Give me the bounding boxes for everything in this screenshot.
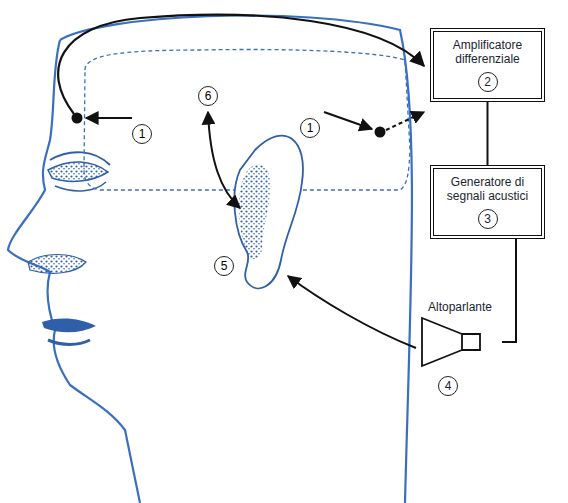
- connector: [487, 102, 489, 165]
- callout-number: 4: [438, 376, 458, 396]
- eyelid: [50, 152, 110, 165]
- callout-holder: 4: [418, 370, 502, 396]
- callout-number: 5: [214, 256, 234, 276]
- callout-holder: 2: [440, 66, 535, 92]
- lower-lip: [48, 340, 90, 345]
- ear: [234, 136, 303, 289]
- pointer-arrow: [324, 112, 372, 129]
- perception-arrow: [208, 112, 240, 208]
- callout-number: 6: [198, 86, 218, 106]
- callout-number: 1: [132, 124, 152, 144]
- eye: [48, 162, 108, 181]
- amplifier-box: Amplificatore differenziale 2: [430, 28, 545, 102]
- signal-generator-box: Generatore di segnali acustici 3: [430, 165, 545, 239]
- head-outline: [60, 16, 412, 503]
- callout-holder: 3: [440, 203, 535, 229]
- connector: [502, 239, 516, 342]
- face-profile: [8, 40, 140, 503]
- electrode: [375, 127, 386, 138]
- loudspeaker: Altoparlante 4: [418, 300, 502, 396]
- nostril: [28, 255, 86, 274]
- speaker-symbol: [418, 314, 502, 370]
- box-label: Amplificatore differenziale: [440, 38, 535, 66]
- callout-number: 1: [300, 118, 320, 138]
- box-label: Generatore di segnali acustici: [440, 175, 535, 203]
- sound-arrow: [288, 276, 416, 348]
- callout-number: 3: [478, 209, 498, 229]
- pointer-arrow: [86, 117, 132, 119]
- ear-inner: [239, 164, 270, 259]
- speaker-label: Altoparlante: [418, 300, 502, 314]
- eye-lower: [55, 182, 106, 191]
- electrode-wire: [386, 112, 424, 130]
- speaker-cone: [422, 318, 480, 366]
- callout-number: 2: [478, 72, 498, 92]
- electrode-wire: [58, 15, 424, 114]
- mouth: [42, 319, 96, 333]
